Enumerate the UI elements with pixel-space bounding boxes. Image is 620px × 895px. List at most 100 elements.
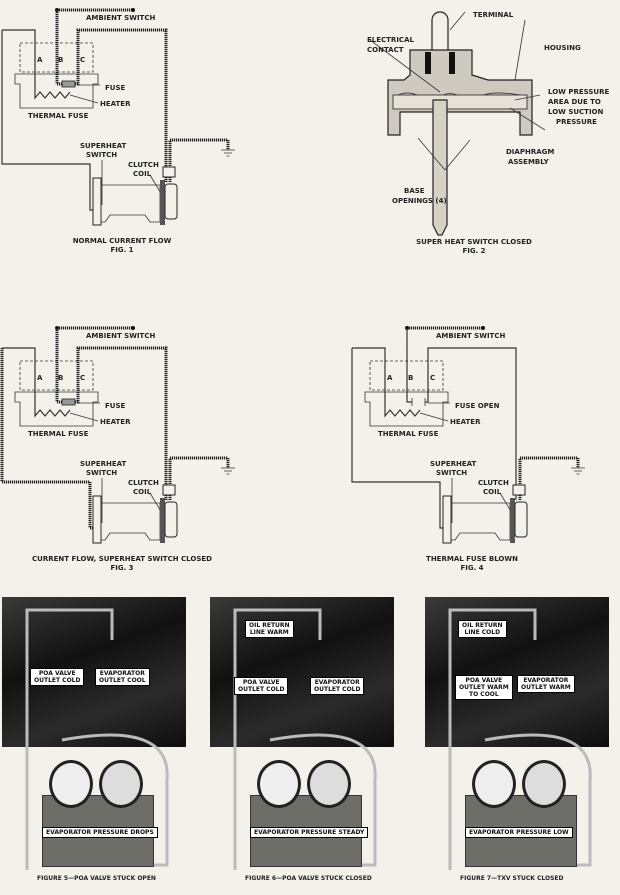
stem-shape — [432, 99, 448, 236]
thermal-fuse-housing — [14, 73, 99, 109]
label-heater: HEATER — [100, 100, 131, 108]
label-diaphragm-2: ASSEMBLY — [508, 158, 550, 166]
label-b: B — [58, 56, 63, 64]
callout-line: OUTLET WARM — [459, 684, 509, 691]
photo-caption: FIGURE 5—POA VALVE STUCK OPEN — [37, 875, 156, 882]
fig4-number: FIG. 4 — [460, 564, 483, 572]
photo-caption: FIGURE 6—POA VALVE STUCK CLOSED — [245, 875, 372, 882]
label-clutch-2: COIL — [483, 488, 502, 496]
label-ambient-switch: AMBIENT SWITCH — [436, 332, 505, 340]
label-a: A — [387, 374, 393, 382]
low-side-gauge — [257, 760, 301, 808]
label-base-openings-2: OPENINGS (4) — [392, 197, 447, 205]
fig1-number: FIG. 1 — [110, 246, 133, 254]
label-b: B — [58, 374, 63, 382]
label-heater: HEATER — [100, 418, 131, 426]
callout-line: OUTLET COLD — [34, 677, 81, 684]
label-superheat-2: SWITCH — [86, 151, 117, 159]
figure-2-caption: SUPER HEAT SWITCH CLOSED — [416, 238, 532, 246]
engine-photo — [425, 597, 609, 747]
superheat-switch-wire — [351, 348, 445, 529]
heater-wire — [2, 29, 71, 100]
label-superheat-1: SUPERHEAT — [430, 460, 477, 468]
label-base-openings: BASE — [404, 187, 425, 195]
label-housing: HOUSING — [544, 44, 581, 52]
callout-line: OUTLET COLD — [314, 686, 361, 693]
label-clutch-1: CLUTCH — [128, 161, 159, 169]
callout-line: EVAPORATOR — [99, 670, 145, 677]
superheat-switch-wire — [0, 348, 95, 530]
housing-shape — [387, 49, 533, 136]
low-side-gauge — [472, 760, 516, 808]
clutch-coil-shape — [160, 180, 165, 225]
high-side-gauge — [522, 760, 566, 808]
thermal-fuse-housing — [364, 391, 449, 427]
label-low-pressure-1: LOW PRESSURE — [548, 88, 609, 96]
label-thermal-fuse: THERMAL FUSE — [28, 430, 89, 438]
label-terminal: TERMINAL — [473, 11, 514, 19]
callout-line: LINE COLD — [464, 629, 501, 636]
label-a: A — [37, 374, 43, 382]
gauge-callout: EVAPORATOR PRESSURE LOW — [465, 827, 573, 838]
gauge-callout: EVAPORATOR PRESSURE DROPS — [42, 827, 158, 838]
superheat-switch-wire — [1, 30, 95, 211]
callout-line: POA VALVE — [38, 670, 76, 677]
low-side-gauge — [49, 760, 93, 808]
label-clutch-1: CLUTCH — [478, 479, 509, 487]
label-fuse: FUSE OPEN — [455, 402, 500, 410]
figure-2-number: FIG. 2 — [462, 247, 485, 255]
clutch-coil-shape — [160, 498, 165, 543]
fig1-caption: NORMAL CURRENT FLOW — [73, 237, 172, 245]
label-ambient-switch: AMBIENT SWITCH — [86, 332, 155, 340]
callout-line: EVAPORATOR — [523, 677, 569, 684]
label-superheat-1: SUPERHEAT — [80, 460, 127, 468]
high-side-gauge — [99, 760, 143, 808]
callout-line: POA VALVE — [465, 677, 503, 684]
label-electrical-contact: ELECTRICAL — [367, 36, 414, 44]
label-heater: HEATER — [450, 418, 481, 426]
label-b: B — [408, 374, 413, 382]
label-clutch-2: COIL — [133, 488, 152, 496]
fuse-icon — [61, 398, 76, 406]
fig4-caption: THERMAL FUSE BLOWN — [426, 555, 518, 563]
wiring-diagrams: AMBIENT SWITCH A B C FUSE HEATER THERMAL FUSE S… — [0, 8, 609, 572]
callout-line: LINE WARM — [249, 629, 289, 636]
label-low-pressure-3: LOW SUCTION — [548, 108, 604, 116]
label-clutch-1: CLUTCH — [128, 479, 159, 487]
clutch-coil-shape — [510, 498, 515, 543]
label-a: A — [37, 56, 43, 64]
label-superheat-1: SUPERHEAT — [80, 142, 127, 150]
ground-icon — [221, 149, 235, 157]
label-c: C — [80, 56, 85, 64]
label-fuse: FUSE — [105, 402, 126, 410]
fig3-caption: CURRENT FLOW, SUPERHEAT SWITCH CLOSED — [32, 555, 212, 563]
label-ambient-switch: AMBIENT SWITCH — [86, 14, 155, 22]
ground-icon — [221, 467, 235, 475]
label-superheat-2: SWITCH — [436, 469, 467, 477]
label-fuse: FUSE — [105, 84, 126, 92]
label-low-pressure-2: AREA DUE TO — [548, 98, 601, 106]
callout-line: EVAPORATOR — [314, 679, 360, 686]
ground-wire — [518, 456, 580, 500]
figure-2-superheat-switch: TERMINAL ELECTRICAL CONTACT HOUSING LOW … — [367, 11, 609, 255]
label-clutch-2: COIL — [133, 170, 152, 178]
label-superheat-2: SWITCH — [86, 469, 117, 477]
high-side-gauge — [307, 760, 351, 808]
callout-line: OUTLET COLD — [238, 686, 285, 693]
ground-wire — [168, 138, 230, 182]
ground-icon — [571, 467, 585, 475]
label-thermal-fuse: THERMAL FUSE — [28, 112, 89, 120]
callout-line: OUTLET COOL — [99, 677, 146, 684]
label-thermal-fuse: THERMAL FUSE — [378, 430, 439, 438]
